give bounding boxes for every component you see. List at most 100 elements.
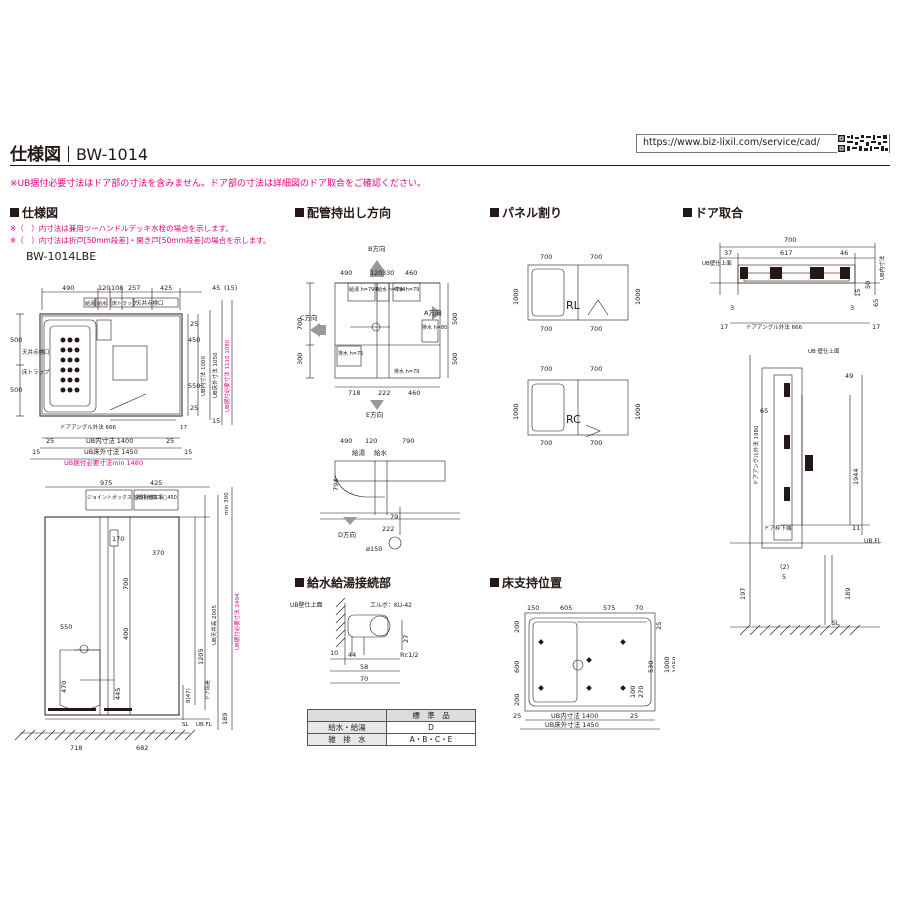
door-sl: SL: [832, 620, 840, 627]
pipe-sec-item-1: 給湯: [352, 448, 366, 457]
door-val-5: 5: [782, 573, 786, 581]
pipe-item-2: 給水 h=794: [377, 286, 406, 293]
pipe-sec-val-2: 79: [390, 513, 398, 521]
door-dim-17b: 17: [872, 323, 880, 331]
pipe-right-dim-1: 500: [451, 313, 459, 325]
water-dim-27: 27: [402, 635, 410, 643]
door-top-46: 46: [840, 249, 848, 257]
plan-right-dim-2: 450: [188, 336, 200, 344]
cad-url-link[interactable]: https://www.biz-lixil.com/service/cad/: [643, 137, 820, 148]
water-rc: Rc1/2: [400, 651, 419, 659]
plan-right-dim-3: 550: [188, 382, 200, 390]
plan-left-dim-1: 500: [10, 336, 22, 344]
plan-top-dim-2: 120: [98, 284, 110, 292]
plan-right-dim-4: 25: [190, 404, 198, 412]
pipe-bottom-dim-2: 222: [378, 389, 390, 397]
pipe-sec-val-4: ø150: [366, 545, 382, 553]
panel-layout-diagram: 700 700 1000 1000 700 700 RL 700 700 100…: [512, 253, 642, 447]
floor-left-200a: 200: [513, 621, 521, 633]
model-variant-label: BW-1014LBE: [26, 250, 97, 263]
door-vertical: ドアアングル外法 1980: [752, 425, 760, 485]
elev-min300: min 300: [224, 492, 230, 515]
panel-rl-mark: RL: [566, 299, 581, 312]
pipe-sec-dim-2: 120: [365, 437, 377, 445]
floor-top-605: 605: [560, 604, 572, 612]
plan-item-hatch: 天井点検口: [136, 299, 164, 307]
pipe-left-dim-2: 300: [296, 353, 304, 365]
door-top-617: 617: [780, 249, 792, 257]
pipe-sec-val-3: 222: [382, 525, 394, 533]
panel-rl-top-2: 700: [590, 253, 602, 261]
floor-left-200b: 200: [513, 694, 521, 706]
floor-support-diagram: 150 605 575 70 25 1000 1050 530 270 100 …: [513, 604, 675, 730]
elev-dim-370: 370: [152, 549, 164, 557]
pipe-right-dim-2: 500: [451, 353, 459, 365]
plan-bottom-6: 15: [184, 448, 192, 456]
door-dim-65: 65: [872, 299, 880, 307]
door-dim-50: 50: [864, 281, 872, 289]
plan-bottom-pink: UB据付必要寸法min 1480: [64, 458, 143, 467]
header-rule: [10, 165, 890, 166]
elev-sl: SL: [182, 722, 189, 728]
door-dim-3a: 3: [730, 304, 734, 312]
plan-bottom-1: 25: [46, 437, 54, 445]
elev-ceiling-hatch: 天井点検口 □450: [136, 494, 177, 501]
water-dim-10: 10: [330, 649, 338, 657]
door-detail-diagram: 700 37 617 46 UB内寸法 UB壁仕上面 15 65 50 3 3 …: [702, 236, 886, 636]
water-wall: UB壁仕上面: [290, 601, 323, 609]
spec-note-1: ※（ ）内寸法は兼用ツーハンドルデッキ水栓の場合を示します。: [10, 224, 233, 233]
plan-top-dim-5: 425: [160, 284, 172, 292]
url-box: [636, 134, 890, 153]
qr-code-icon: [837, 134, 889, 153]
floor-right-530: 530: [647, 661, 655, 673]
door-top-700: 700: [784, 236, 796, 244]
elev-joint-box: ジョイントボックス 設置別途工事: [87, 494, 163, 501]
pipe-sec-dim-1: 490: [340, 437, 352, 445]
panel-rc-mark: RC: [566, 413, 581, 426]
install-notice: ※UB据付必要寸法はドア部の寸法を含みません。ドア部の寸法は詳細図のドア取合をご…: [10, 179, 427, 189]
elev-dim-550: 550: [60, 623, 72, 631]
plan-left-dim-2: 500: [10, 386, 22, 394]
elev-ceiling-height: UB天井高 2005: [210, 604, 218, 645]
plan-top-dim-1: 490: [62, 284, 74, 292]
water-connection-diagram: UB壁仕上面 エルボ：KU-42 27 10 44 58 70 Rc1/2: [290, 597, 419, 684]
floor-top-150: 150: [527, 604, 539, 612]
plan-door-17: 17: [180, 425, 187, 431]
door-top-37: 37: [724, 249, 732, 257]
floor-left-600: 600: [513, 661, 521, 673]
panel-rl-top-1: 700: [540, 253, 552, 261]
panel-rc-bottom-2: 700: [590, 439, 602, 447]
pipe-dir-b: B方向: [368, 244, 385, 253]
elev-dim-682: 682: [136, 744, 148, 752]
water-dim-44: 44: [348, 651, 356, 659]
floor-right-1050: 1050: [671, 656, 675, 673]
plan-top-dim-4: 257: [128, 284, 140, 292]
pipe-dir-a: A方向: [424, 308, 441, 317]
panel-rl-bottom-2: 700: [590, 325, 602, 333]
pipe-item-3: 排水 h=79: [394, 286, 419, 293]
panel-rl-bottom-1: 700: [540, 325, 552, 333]
elev-dim-445: 445: [114, 688, 122, 700]
pipe-dir-c: C方向: [300, 313, 318, 322]
plan-right-dim-1: 25: [190, 320, 198, 328]
section-title-door: ドア取合: [683, 204, 743, 221]
plan-right-label-3: UB据付必要寸法 1110 1080: [223, 339, 231, 412]
elev-dim-170: 170: [112, 535, 124, 543]
water-dim-58: 58: [360, 663, 368, 671]
door-ub-finish: UB 壁仕上面: [808, 347, 840, 355]
plan-bottom-5: UB床外寸法 1450: [84, 447, 138, 456]
floor-bottom-inner: UB内寸法 1400: [551, 711, 598, 720]
pipe-top-dim-2: 120: [370, 269, 382, 277]
pipe-bottom-dim-3: 460: [408, 389, 420, 397]
section-title-floor: 床支持位置: [490, 574, 562, 591]
elev-top-dim-2: 425: [150, 479, 162, 487]
panel-rc-left: 1000: [512, 403, 520, 420]
pipe-item-5: 排水 h=80: [422, 324, 447, 331]
pipe-top-dim-3: 330: [382, 269, 394, 277]
plan-top-dim-7: (15): [224, 284, 237, 292]
floor-top-70: 70: [635, 604, 643, 612]
door-val-11: 11: [852, 524, 860, 532]
